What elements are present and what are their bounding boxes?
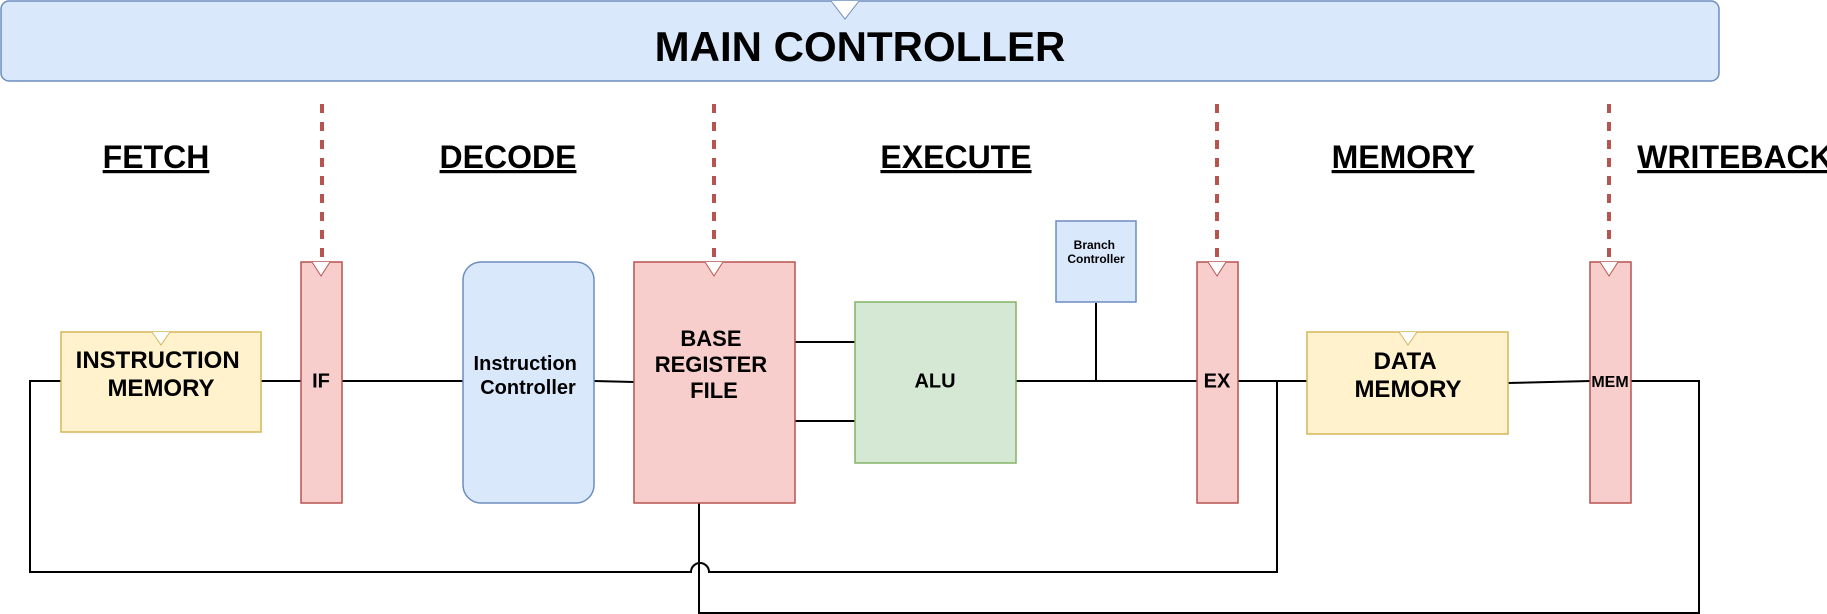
clock-marker-icon: [1599, 261, 1619, 277]
ex-register: EX: [1196, 261, 1239, 504]
instruction-controller-label-line2: Controller: [480, 377, 576, 399]
data-memory-label-line1: DATA: [1374, 348, 1437, 375]
ex-register-label: EX: [1204, 370, 1231, 392]
if-register: IF: [300, 261, 343, 504]
clock-marker-icon: [151, 331, 171, 346]
stage-execute: EXECUTE: [880, 139, 1031, 175]
alu: ALU: [854, 301, 1017, 464]
if-register-label: IF: [312, 370, 330, 392]
datapath-wires: [29, 303, 1700, 614]
base-register-file: BASE REGISTER FILE: [633, 261, 796, 504]
svg-text:INSTRUCTION MEMORY: INSTRUCTION MEMORY: [76, 347, 247, 402]
stage-memory: MEMORY: [1332, 139, 1475, 175]
stage-fetch: FETCH: [103, 139, 210, 175]
wire-data-memory-to-mem: [1507, 380, 1591, 384]
alu-label: ALU: [914, 370, 955, 392]
branch-controller-label-line1: Branch: [1074, 238, 1115, 252]
data-memory-label-line2: MEMORY: [1354, 376, 1461, 403]
data-memory: DATA MEMORY: [1306, 331, 1509, 435]
instruction-memory: INSTRUCTION MEMORY: [60, 331, 262, 433]
stage-decode: DECODE: [440, 139, 577, 175]
register-file-label-line1: BASE: [680, 326, 741, 351]
mem-register: MEM: [1589, 261, 1632, 504]
svg-text:BASE REGISTER FILE: BASE REGISTER FILE: [655, 326, 774, 403]
instruction-memory-label-line2: MEMORY: [107, 375, 214, 402]
instruction-controller: Instruction Controller: [462, 261, 595, 504]
stage-headings: FETCH DECODE EXECUTE MEMORY WRITEBACK: [103, 139, 1827, 175]
clock-marker-icon: [311, 261, 331, 277]
svg-text:Branch Controller: Branch Controller: [1067, 238, 1125, 266]
register-file-label-line3: FILE: [690, 378, 738, 403]
control-signals: [320, 104, 1611, 262]
wire-instruction-controller-to-regfile: [593, 380, 635, 383]
main-controller: MAIN CONTROLLER: [0, 0, 1720, 82]
svg-text:Instruction Controller: Instruction Controller: [474, 353, 583, 399]
branch-controller: Branch Controller: [1055, 220, 1137, 303]
main-controller-title: MAIN CONTROLLER: [655, 23, 1066, 70]
stage-writeback: WRITEBACK: [1637, 139, 1827, 175]
register-file-label-line2: REGISTER: [655, 352, 768, 377]
clock-marker-icon: [704, 261, 724, 277]
mem-register-label: MEM: [1591, 374, 1628, 391]
clock-marker-icon: [1207, 261, 1227, 277]
instruction-memory-label-line1: INSTRUCTION: [76, 347, 240, 374]
instruction-controller-label-line1: Instruction: [474, 353, 577, 375]
branch-controller-label-line2: Controller: [1067, 252, 1125, 266]
clock-marker-icon: [830, 0, 860, 20]
svg-text:DATA MEMORY: DATA MEMORY: [1354, 348, 1461, 403]
clock-marker-icon: [1398, 331, 1418, 346]
wire-writeback-loop: [698, 380, 1700, 614]
